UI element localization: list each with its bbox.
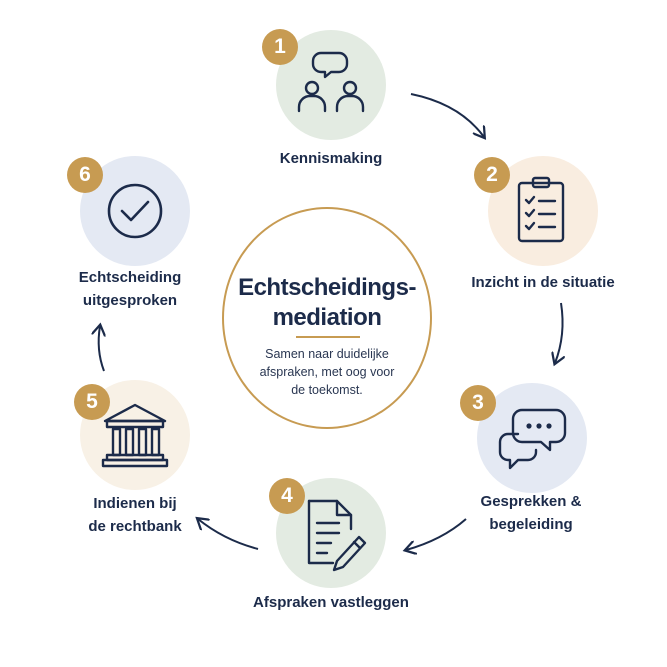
- step-6-label-line1: Echtscheiding: [78, 269, 182, 286]
- arrow-2-to-3: [555, 302, 563, 363]
- people-chat-icon: [297, 51, 365, 113]
- speech-bubbles-icon: [498, 408, 567, 470]
- document-pen-icon: [307, 499, 367, 572]
- arrow-1-to-2: [410, 93, 484, 137]
- step-6-label: Echtscheiding uitgesproken: [30, 266, 230, 312]
- step-2-label: Inzicht in de situatie: [443, 271, 643, 294]
- checkmark-circle-icon: [107, 183, 163, 239]
- step-5-label-line1: Indienen bij: [93, 495, 177, 512]
- step-3-label: Gesprekken & begeleiding: [431, 490, 631, 536]
- center-title-line1: Echtscheidings-: [238, 274, 416, 301]
- step-4-label: Afspraken vastleggen: [231, 591, 431, 614]
- step-1-label: Kennismaking: [231, 147, 431, 170]
- arrow-5-to-6: [99, 326, 104, 372]
- clipboard-checklist-icon: [517, 176, 565, 243]
- step-2-label-line1: Inzicht in de situatie: [471, 274, 615, 291]
- arrow-4-to-5: [198, 519, 259, 550]
- center-subtitle-line3: de toekomst.: [291, 383, 363, 397]
- step-4-badge: 4: [269, 478, 305, 514]
- step-3-badge: 3: [460, 385, 496, 421]
- center-subtitle-line2: afspraken, met oog voor: [259, 365, 395, 379]
- center-divider: [296, 336, 360, 338]
- step-1-label-line1: Kennismaking: [279, 150, 383, 167]
- step-5-label-line2: de rechtbank: [88, 518, 182, 535]
- step-4-label-line1: Afspraken vastleggen: [253, 594, 409, 611]
- step-5-badge: 5: [74, 384, 110, 420]
- step-3-label-line1: Gesprekken &: [480, 493, 582, 510]
- step-3-label-line2: begeleiding: [489, 516, 573, 533]
- step-6-badge: 6: [67, 157, 103, 193]
- center-circle: Echtscheidings- mediation Samen naar dui…: [222, 207, 432, 429]
- center-title-line2: mediation: [272, 304, 382, 331]
- step-2-badge: 2: [474, 157, 510, 193]
- center-title: Echtscheidings- mediation: [224, 273, 430, 333]
- step-6-label-line2: uitgesproken: [82, 292, 178, 309]
- step-1-badge: 1: [262, 29, 298, 65]
- center-subtitle-line1: Samen naar duidelijke: [265, 347, 389, 361]
- step-5-label: Indienen bij de rechtbank: [35, 492, 235, 538]
- arrow-3-to-4: [406, 518, 467, 550]
- courthouse-icon: [101, 403, 169, 468]
- center-subtitle: Samen naar duidelijke afspraken, met oog…: [242, 345, 412, 399]
